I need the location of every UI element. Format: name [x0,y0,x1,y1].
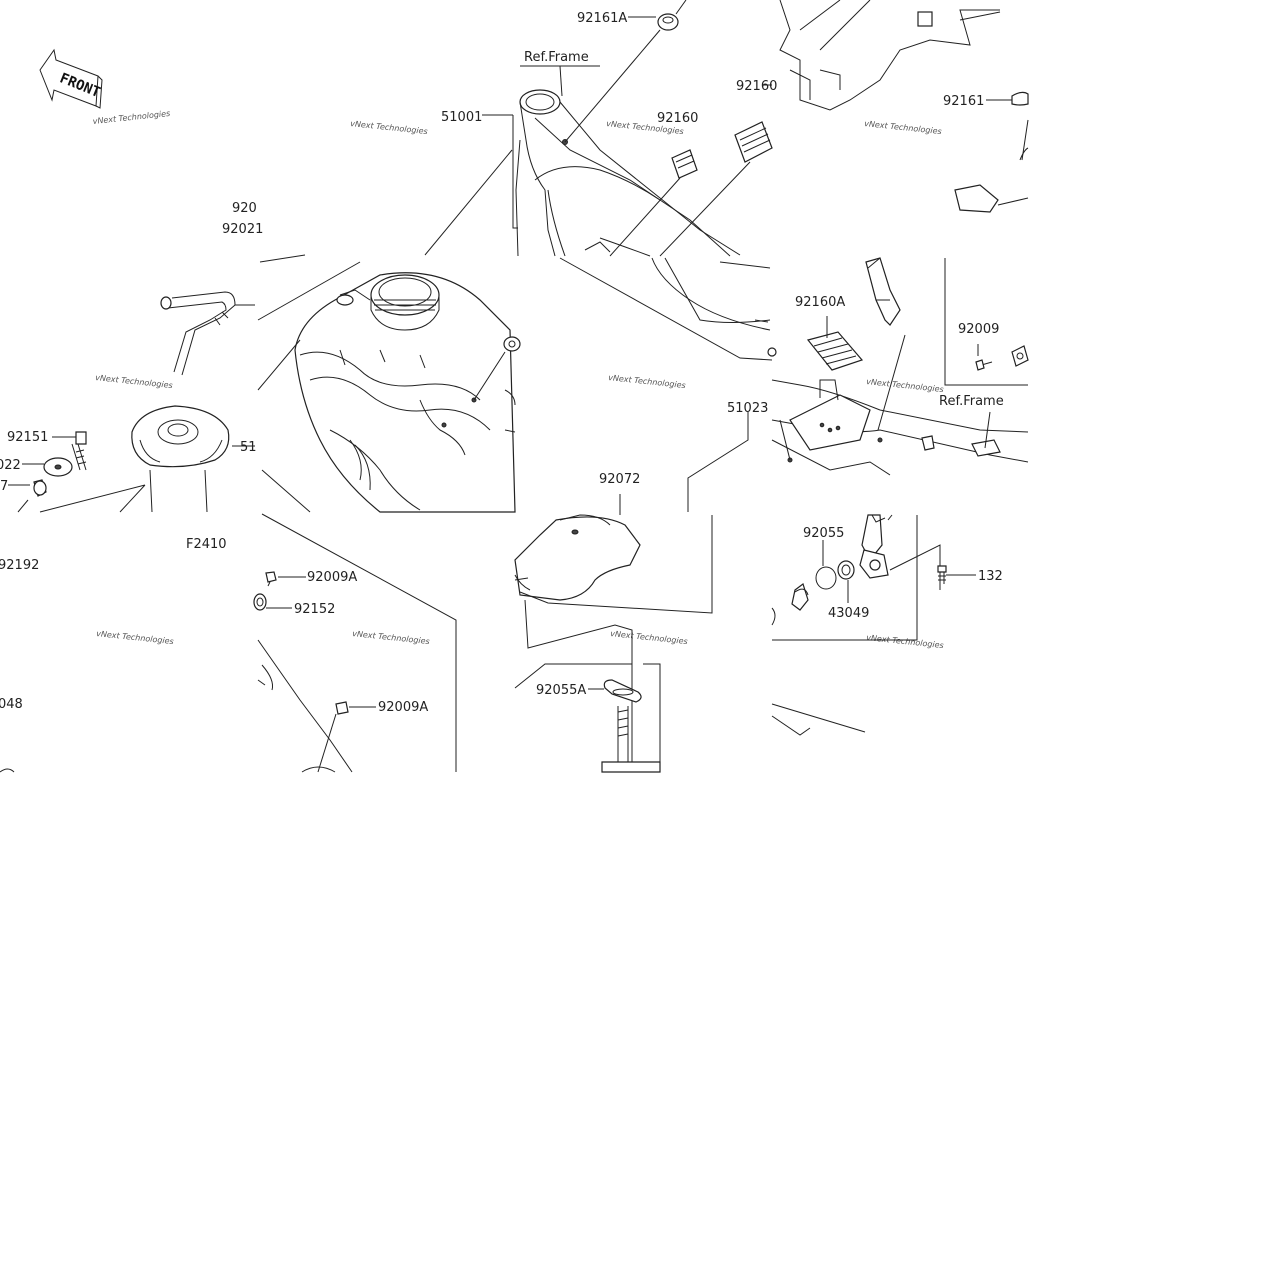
diagram-code: F2410 [186,537,227,552]
watermark: vNext Technologies [92,109,170,126]
watermark: vNext Technologies [864,119,942,136]
front-arrow-icon: FRONT [39,48,103,109]
watermark: vNext Technologies [610,629,688,646]
frame-upper [482,0,1029,257]
watermark: vNext Technologies [352,629,430,646]
watermark: vNext Technologies [95,373,173,390]
part-label-92192: 92192 [0,558,39,573]
part-label-92152: 92152 [294,602,335,617]
part-label-51001: 51001 [441,110,482,125]
part-label-048: 048 [0,697,23,712]
part-label-92009: 92009 [958,322,999,337]
part-label-92072: 92072 [599,472,640,487]
part-label-92055: 92055 [803,526,844,541]
part-label-92160: 92160 [657,111,698,126]
fuel-tank [257,149,521,513]
rubber-block [734,121,773,163]
heat-guard [514,494,713,773]
part-label-92160: 92160 [736,79,777,94]
part-label-92161: 92161 [943,94,984,109]
part-label-92055A: 92055A [536,683,586,698]
seat-area [559,257,1029,512]
watermark: vNext Technologies [866,377,944,394]
part-label-92009A: 92009A [307,570,357,585]
ref-frame-label: Ref.Frame [939,394,1004,409]
watermark: vNext Technologies [608,373,686,390]
part-label-92151: 92151 [7,430,48,445]
rubber-block [671,149,698,179]
part-label-92161A: 92161A [577,11,627,26]
ref-frame-label: Ref.Frame [524,50,589,65]
watermark: vNext Technologies [866,633,944,650]
fuel-cap-group [8,291,255,513]
part-label-51023: 51023 [727,401,768,416]
part-label-92160A: 92160A [795,295,845,310]
part-label-022: 022 [0,458,21,473]
watermark: vNext Technologies [96,629,174,646]
part-label-132: 132 [978,569,1003,584]
part-label-92021: 92021 [222,222,263,237]
part-label-920: 920 [232,201,257,216]
part-labels: 92161A Ref.Frame 51001 92160 92160 92161… [0,11,1004,715]
part-label-92009A: 92009A [378,700,428,715]
part-label-7: 7 [0,479,8,494]
mount-hardware [0,513,457,773]
part-label-51: 51 [240,440,257,455]
rubber-block [806,331,864,371]
watermark: vNext Technologies [350,119,428,136]
part-label-43049: 43049 [828,606,869,621]
fuel-tap [771,514,976,736]
